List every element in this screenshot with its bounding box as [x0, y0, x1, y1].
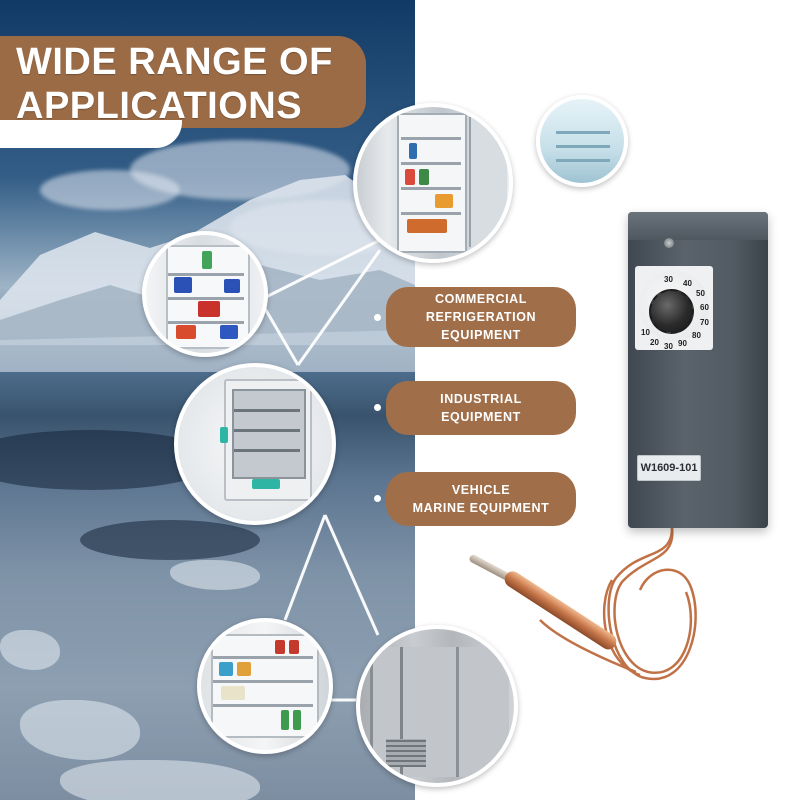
callout-1-line-1: COMMERCIAL — [434, 292, 528, 306]
callout-2-dot — [374, 404, 381, 411]
dial-scale-label: 10 — [641, 328, 650, 337]
title-line-1: WIDE RANGE OF — [16, 41, 333, 83]
laboratory-incubator-photo — [174, 363, 336, 525]
dial-scale-label: 70 — [700, 318, 709, 327]
callout-2-line-1: INDUSTRIAL — [440, 392, 522, 406]
callout-commercial-refrigeration: COMMERCIAL REFRIGERATION EQUIPMENT — [386, 287, 576, 347]
dial-scale-label: 30 — [664, 275, 673, 284]
refrigerated-truck-box-photo — [356, 625, 518, 787]
callout-1-line-2: REFRIGERATION — [425, 310, 537, 324]
cold-storage-room-photo — [536, 95, 628, 187]
page-title: WIDE RANGE OF APPLICATIONS — [16, 40, 356, 128]
callout-1-dot — [374, 314, 381, 321]
dial-scale-label: 90 — [678, 339, 687, 348]
dial-scale-label: 30 — [664, 342, 673, 351]
pharmacy-fridge-rack-photo — [142, 231, 268, 357]
thermostat-top-cap — [628, 212, 768, 240]
callout-2-line-2: EQUIPMENT — [441, 410, 521, 424]
dial-scale-label: 80 — [692, 331, 701, 340]
callout-3-line-1: VEHICLE — [451, 483, 511, 497]
refrigerator-door-photo — [197, 618, 333, 754]
callout-3-dot — [374, 495, 381, 502]
model-number-label: W1609-101 — [637, 455, 701, 481]
callout-vehicle-marine: VEHICLE MARINE EQUIPMENT — [386, 472, 576, 526]
mounting-screw — [664, 238, 674, 248]
callout-3-line-2: MARINE EQUIPMENT — [412, 501, 550, 515]
callout-1-line-3: EQUIPMENT — [441, 328, 521, 342]
title-banner — [0, 36, 366, 128]
dial-scale-label: 20 — [650, 338, 659, 347]
dial-scale-label: 50 — [696, 289, 705, 298]
dial-scale-label: 60 — [700, 303, 709, 312]
temperature-dial-knob[interactable] — [649, 289, 694, 334]
title-line-2: APPLICATIONS — [16, 85, 303, 127]
dial-scale-label: 40 — [683, 279, 692, 288]
callout-industrial: INDUSTRIAL EQUIPMENT — [386, 381, 576, 435]
commercial-refrigerator-photo — [353, 103, 513, 263]
title-banner-tail — [0, 120, 182, 148]
